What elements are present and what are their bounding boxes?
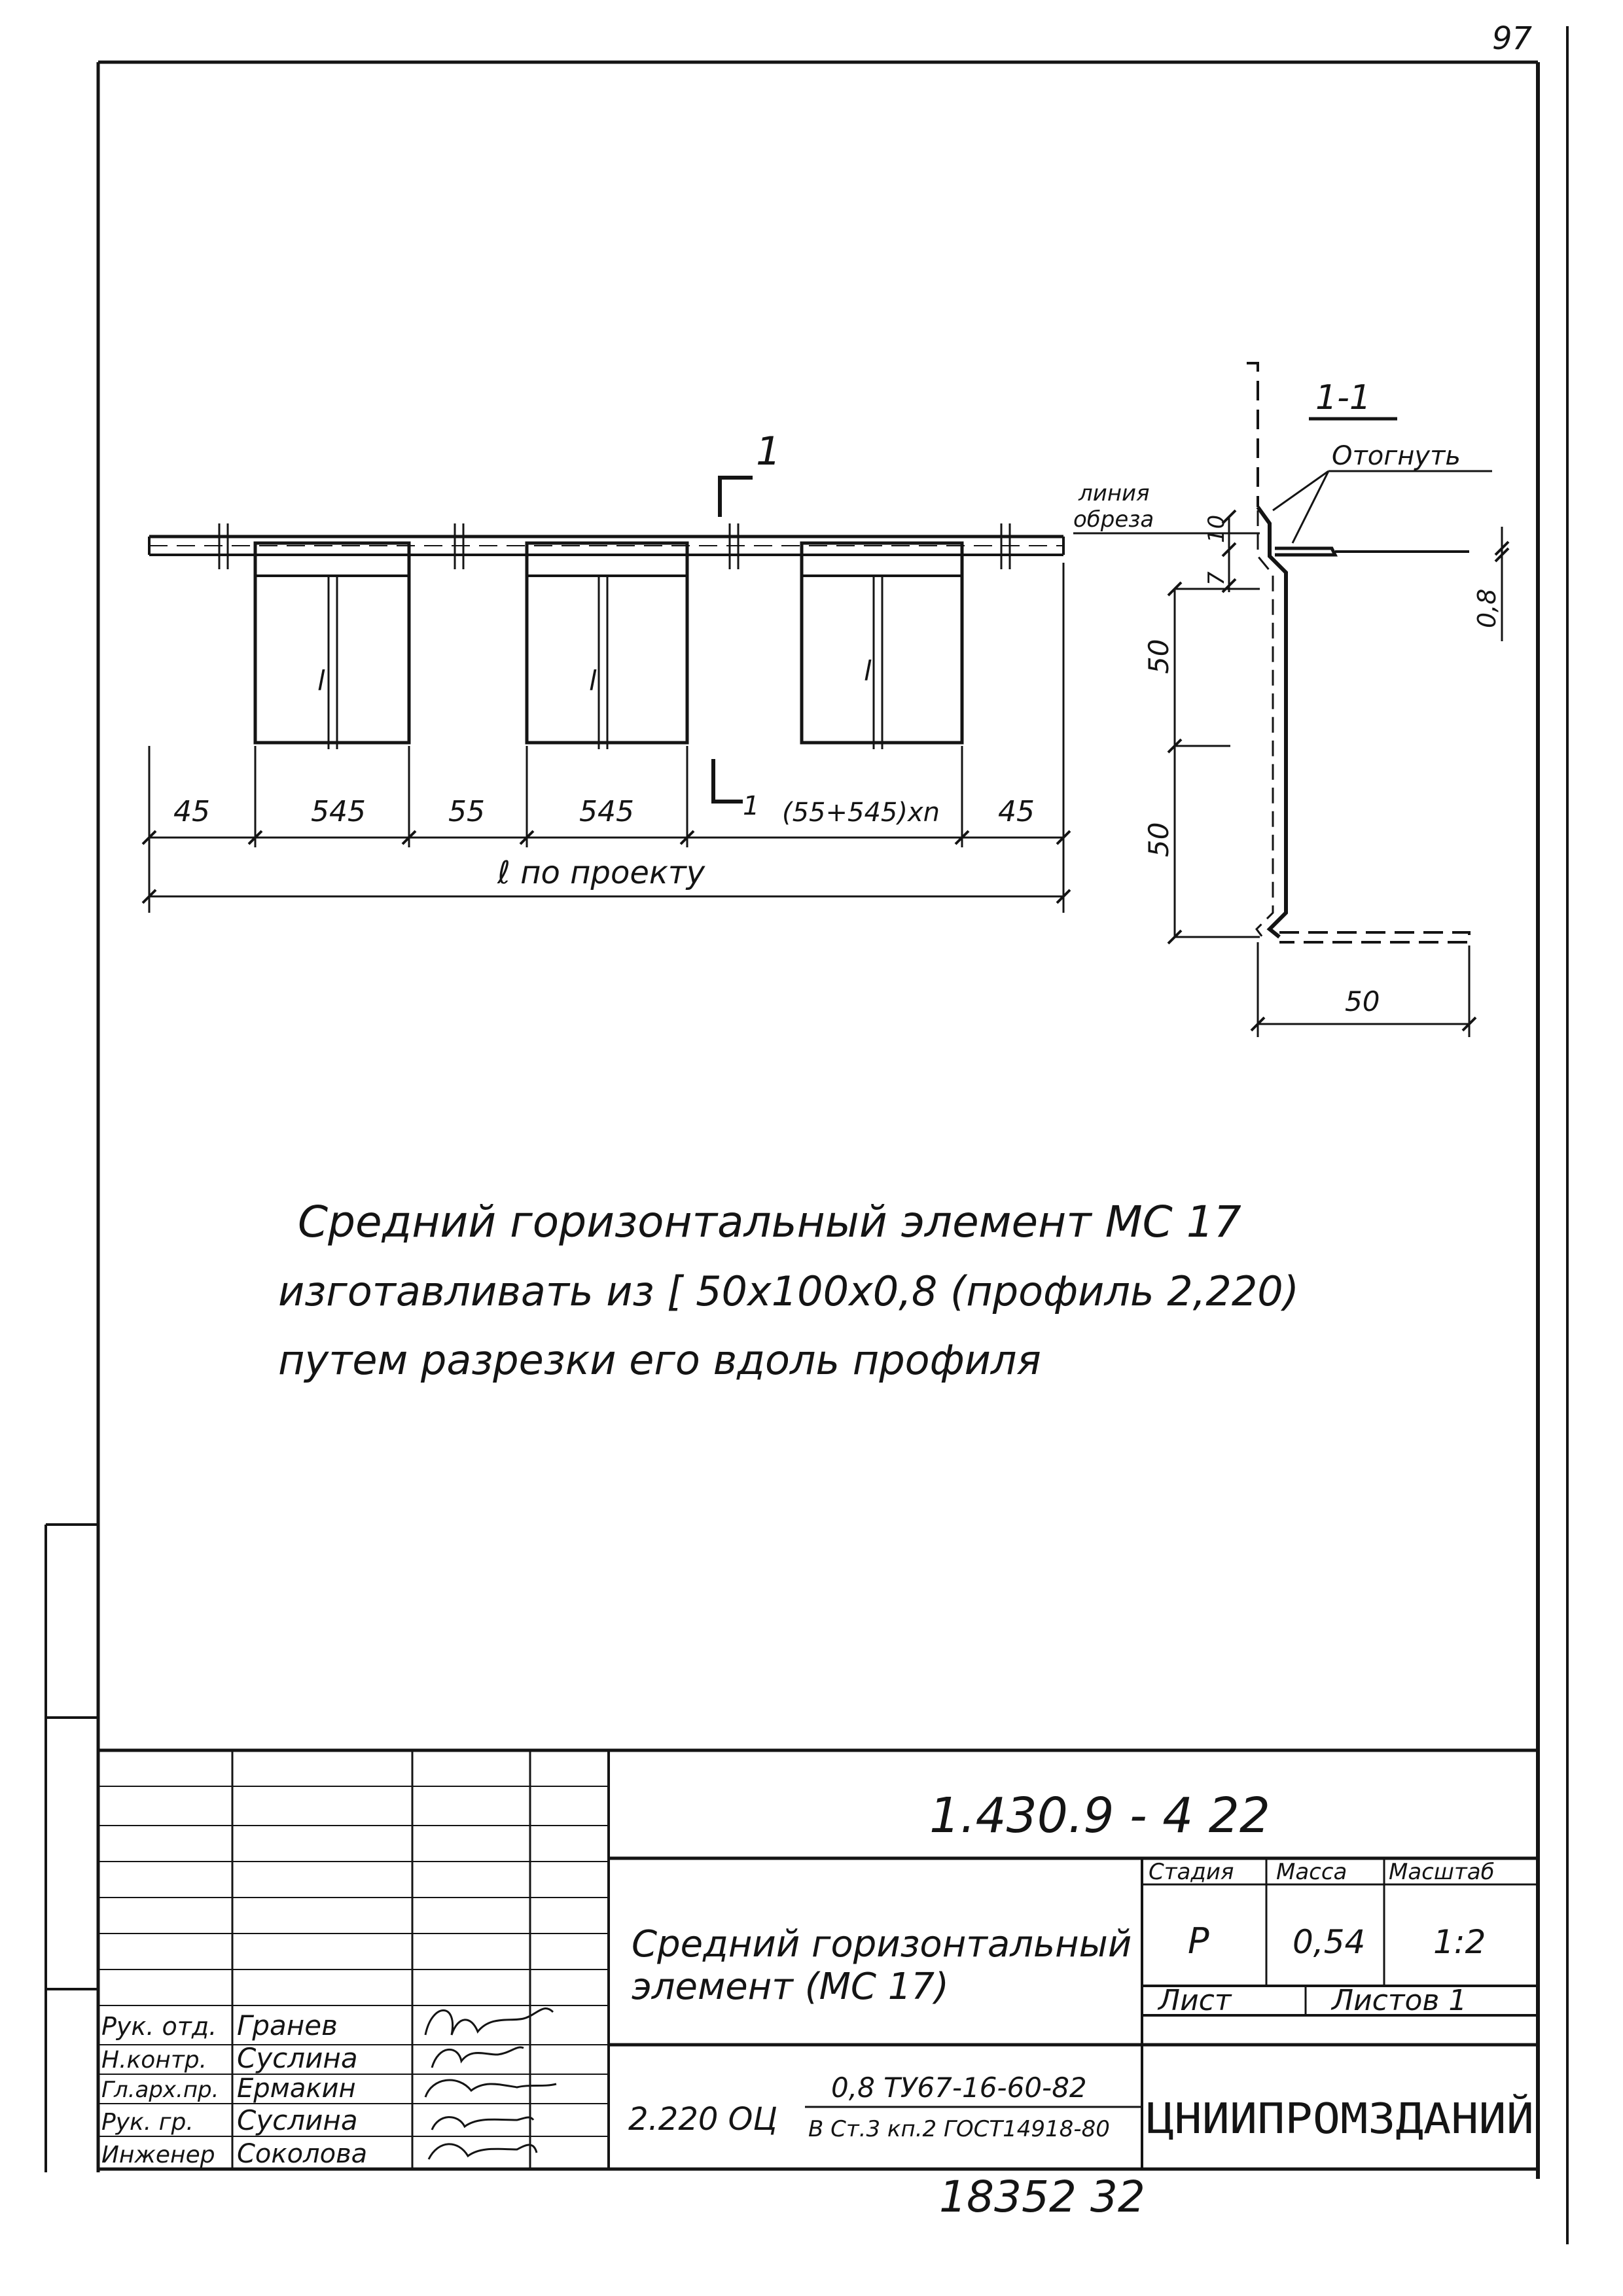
signatures xyxy=(424,2007,557,2160)
dim-545-1: 545 xyxy=(311,795,366,828)
person-name: Суслина xyxy=(237,2104,358,2136)
section-mark-lower-label: 1 xyxy=(743,791,759,821)
designation: 1.430.9 - 4 22 xyxy=(929,1788,1270,1844)
label-bend: Отогнуть xyxy=(1332,441,1461,471)
title-line-2: элемент (МС 17) xyxy=(632,1966,949,2008)
section-mark-upper-label: 1 xyxy=(756,429,781,474)
dim-50-bottom: 50 xyxy=(1345,985,1380,1017)
dimension-chain xyxy=(141,563,1071,913)
sheet-label: Лист xyxy=(1157,1984,1232,2017)
person-name: Соколова xyxy=(237,2139,367,2169)
role-label: Инженер xyxy=(101,2142,215,2168)
break-label: l xyxy=(317,665,325,697)
role-label: Н.контр. xyxy=(101,2047,207,2074)
dim-10: 10 xyxy=(1204,515,1230,543)
role-label: Рук. гр. xyxy=(101,2109,194,2136)
person-name: Суслина xyxy=(237,2042,358,2074)
panel-1 xyxy=(253,541,411,745)
sheet-mark: 97 xyxy=(1492,20,1533,57)
dim-50-upper: 50 xyxy=(1143,639,1175,674)
dim-45-right: 45 xyxy=(998,795,1035,828)
person-name: Ермакин xyxy=(237,2074,356,2104)
note-line-2: изготавливать из [ 50х100х0,8 (профиль 2… xyxy=(278,1267,1299,1315)
note-line-3: путем разрезки его вдоль профиля xyxy=(278,1336,1041,1384)
title-block-grid xyxy=(98,1748,1538,2169)
dim-overall: ℓ по проекту xyxy=(497,855,705,891)
role-label: Гл.арх.пр. xyxy=(101,2077,219,2103)
sheets-label: Листов 1 xyxy=(1330,1984,1467,2017)
material-top: 0,8 ТУ67-16-60-82 xyxy=(831,2072,1087,2104)
label-cut-line-1: линия xyxy=(1078,480,1150,506)
dim-7: 7 xyxy=(1204,571,1230,586)
sheet-frame xyxy=(45,26,1569,2244)
person-name: Гранев xyxy=(237,2009,338,2041)
dim-55: 55 xyxy=(448,795,485,828)
material-bottom: В Ст.3 кп.2 ГОСТ14918-80 xyxy=(808,2116,1110,2142)
section-mark-upper xyxy=(718,476,753,517)
panel-break-lines xyxy=(327,576,883,749)
dim-50-lower: 50 xyxy=(1143,822,1175,857)
strip-break-lines xyxy=(218,523,1011,569)
scale-value: 1:2 xyxy=(1433,1923,1486,1961)
dim-0-8: 0,8 xyxy=(1472,589,1501,628)
material-prefix: 2.220 ОЦ xyxy=(628,2101,777,2138)
mass-header: Масса xyxy=(1276,1859,1347,1885)
dim-repeat: (55+545)xn xyxy=(782,798,940,828)
title-line-1: Средний горизонтальный xyxy=(632,1923,1132,1966)
section-view xyxy=(1073,362,1510,1037)
role-label: Рук. отд. xyxy=(101,2012,217,2041)
scale-header: Масштаб xyxy=(1389,1859,1495,1885)
break-label: l xyxy=(589,665,597,697)
section-mark-lower xyxy=(711,759,743,804)
label-cut-line-2: обреза xyxy=(1073,506,1154,533)
front-view: l l l 1 1 45 545 55 545 (55+545 xyxy=(141,429,1071,913)
stage-value: Р xyxy=(1188,1920,1209,1962)
footer-number: 18352 32 xyxy=(939,2172,1145,2222)
section-title: 1-1 xyxy=(1315,378,1371,417)
break-label: l xyxy=(864,655,872,687)
stage-header: Стадия xyxy=(1149,1859,1234,1885)
note-line-1: Средний горизонтальный элемент МС 17 xyxy=(298,1197,1241,1247)
mass-value: 0,54 xyxy=(1293,1923,1365,1961)
dim-45-left: 45 xyxy=(173,795,210,828)
dim-545-2: 545 xyxy=(579,795,634,828)
organization: ЦНИИПРОМЗДАНИЙ xyxy=(1147,2094,1534,2144)
